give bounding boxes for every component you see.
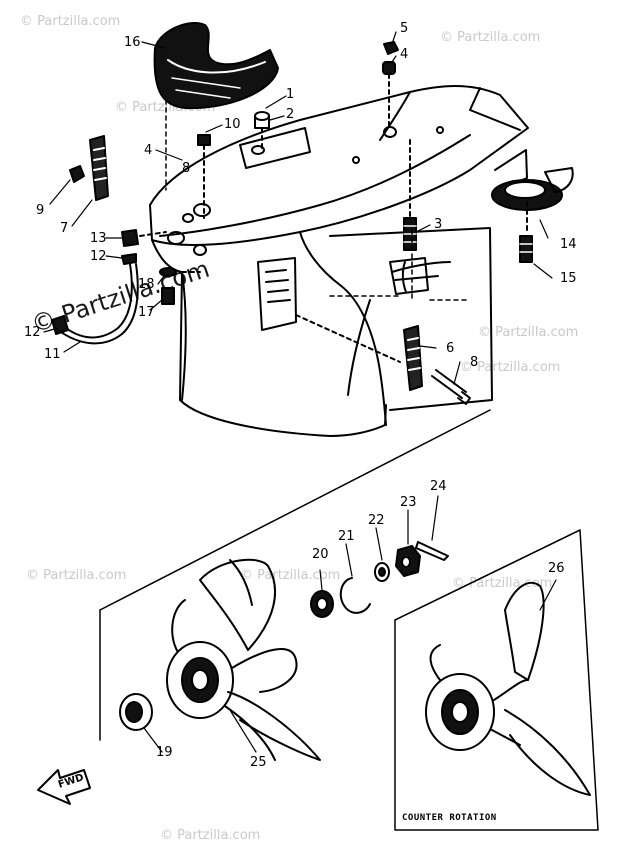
stud-bolt: [403, 139, 417, 251]
callout-21: 21: [338, 529, 355, 544]
cotter-pin: [415, 541, 449, 561]
callout-8: 8: [470, 355, 479, 370]
leader-lines: [43, 31, 557, 753]
callout-1: 1: [286, 87, 295, 102]
hose-joint: [121, 229, 167, 265]
counter-rotation-propeller: [425, 581, 591, 796]
callout-8-top: 8: [182, 161, 191, 176]
top-nut-washer: [382, 41, 399, 131]
callout-9: 9: [36, 203, 45, 218]
screw: [197, 134, 211, 219]
callout-11: 11: [44, 347, 61, 362]
callout-24: 24: [430, 479, 447, 494]
callout-4-right: 4: [400, 47, 409, 62]
callout-2: 2: [286, 107, 295, 122]
inset-caption: COUNTER ROTATION: [402, 813, 497, 823]
callout-18: 18: [138, 277, 155, 292]
callout-17: 17: [138, 305, 155, 320]
callout-10: 10: [224, 117, 241, 132]
zinc-anode-right: [295, 314, 471, 405]
nut: [69, 165, 85, 183]
callout-26: 26: [548, 561, 565, 576]
callout-13: 13: [90, 231, 107, 246]
trim-tab: [491, 167, 574, 233]
speedometer-hose: [51, 263, 139, 345]
callout-7: 7: [60, 221, 69, 236]
zinc-anode-left: [89, 135, 109, 201]
trim-tab-bolt: [519, 235, 533, 263]
thrust-washer: [119, 693, 153, 731]
callout-12-bottom: 12: [24, 325, 41, 340]
callout-14: 14: [560, 237, 577, 252]
callout-20: 20: [312, 547, 329, 562]
callout-25: 25: [250, 755, 267, 770]
snap-ring: [339, 577, 371, 614]
water-inlet-cover: [153, 22, 279, 110]
forward-arrow-icon: [37, 769, 91, 805]
propeller-nut: [395, 545, 421, 577]
callout-5: 5: [400, 21, 409, 36]
counter-rotation-inset: [394, 529, 599, 831]
propeller: [166, 558, 321, 761]
callout-3: 3: [434, 217, 443, 232]
callout-4-left: 4: [144, 143, 153, 158]
callout-12-top: 12: [90, 249, 107, 264]
drain-plug: [254, 111, 270, 151]
callout-22: 22: [368, 513, 385, 528]
screw-washer: [159, 267, 201, 305]
callout-15: 15: [560, 271, 577, 286]
callout-6: 6: [446, 341, 455, 356]
callout-23: 23: [400, 495, 417, 510]
washer: [374, 562, 390, 582]
spacer: [310, 590, 334, 618]
callout-16: 16: [124, 35, 141, 50]
callout-19: 19: [156, 745, 173, 760]
